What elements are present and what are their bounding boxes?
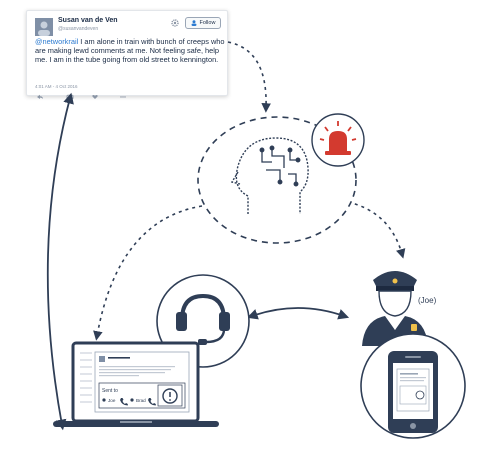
- follow-label: Follow: [199, 20, 216, 26]
- tweet-body: I am alone in train with bunch of creeps…: [35, 37, 225, 64]
- circuit-icon: [259, 145, 301, 187]
- laptop-sent-to: Sent to: [102, 388, 118, 394]
- follow-user-icon: [191, 20, 197, 26]
- laptop-recipient-brad: Brad: [136, 398, 146, 403]
- phone-node: [360, 333, 466, 439]
- connector-laptop-to-tweet: [46, 92, 74, 431]
- tweet-timestamp: 4:01 AM - 4 Oct 2016: [35, 84, 78, 89]
- gear-icon[interactable]: [170, 18, 180, 28]
- alert-icon: [162, 388, 178, 404]
- ai-head-icon: [230, 137, 309, 214]
- officer-label: (Joe): [418, 296, 437, 305]
- tweet-author-name: Susan van de Ven: [58, 17, 118, 24]
- connector-ai-to-officer: [347, 201, 406, 259]
- follow-button[interactable]: Follow: [185, 17, 221, 29]
- laptop-icon: Sent to Joe Brad: [53, 341, 219, 427]
- tweet-mention[interactable]: @networkrail: [35, 37, 79, 46]
- headset-icon: [176, 293, 230, 345]
- tweet-text: @networkrail I am alone in train with bu…: [35, 37, 225, 64]
- connector-tweet-to-ai: [227, 41, 271, 113]
- avatar-icon: [35, 18, 53, 36]
- like-icon[interactable]: [92, 95, 98, 99]
- tweet-author-handle: @susanvandeven: [58, 26, 99, 32]
- mobile-phone-icon: [388, 351, 438, 433]
- connector-headset-to-officer: [246, 307, 350, 320]
- tweet-card: Susan van de Ven @susanvandeven Follow @…: [26, 10, 228, 100]
- alarm-node: [311, 113, 365, 167]
- police-officer-icon: [362, 271, 428, 346]
- alarm-icon: [319, 121, 357, 155]
- reply-icon[interactable]: [37, 94, 43, 99]
- more-icon[interactable]: [120, 96, 126, 98]
- laptop-recipient-joe: Joe: [108, 398, 116, 403]
